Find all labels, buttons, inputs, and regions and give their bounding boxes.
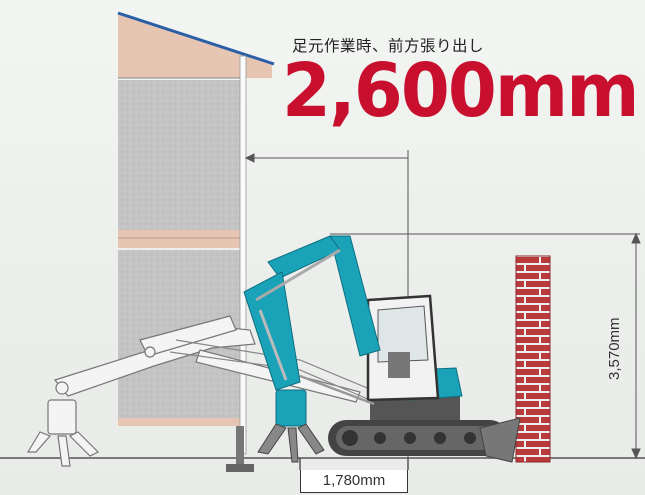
house <box>117 11 275 472</box>
upper-wall <box>118 14 272 78</box>
ghost-boom <box>169 339 373 401</box>
grapple-tine-right <box>297 423 325 455</box>
main-boom <box>329 235 381 357</box>
dozer-blade <box>479 417 521 463</box>
footing-post <box>236 426 244 466</box>
ghost-arm <box>26 315 361 467</box>
brick-wall <box>515 255 551 463</box>
excavator <box>243 235 521 463</box>
floor-band <box>118 230 242 248</box>
roof-edge <box>117 11 275 66</box>
wall-upper-floor <box>118 80 240 230</box>
drain-pipe <box>239 55 247 455</box>
overhang-value: 2,600mm <box>282 48 639 134</box>
ground-offset-label: 1,780mm <box>300 470 408 493</box>
height-dimension <box>330 232 641 460</box>
foundation-band <box>118 418 242 426</box>
ground-offset-dimension <box>299 458 409 470</box>
arm <box>243 271 301 391</box>
grapple-tine-center <box>287 427 299 463</box>
footing-base <box>226 464 254 472</box>
grapple-tine-left <box>257 423 287 455</box>
operator-seat <box>388 352 410 378</box>
height-label: 3,570mm <box>606 317 623 380</box>
overhang-caption: 足元作業時、前方張り出し <box>292 37 485 55</box>
grapple-head <box>275 389 307 427</box>
